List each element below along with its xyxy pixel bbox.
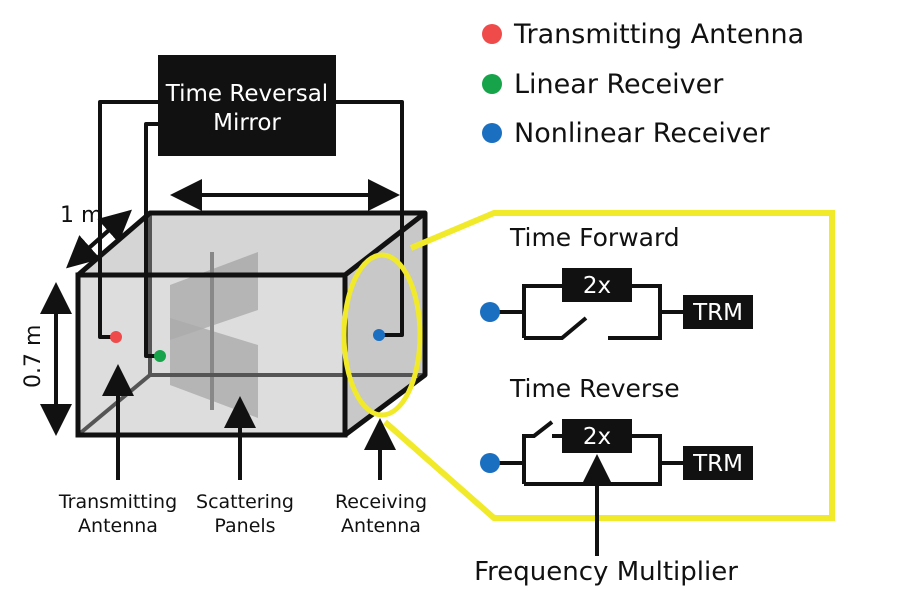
time-forward-trm-label: TRM: [692, 300, 743, 326]
legend-label-linear: Linear Receiver: [514, 69, 724, 100]
legend-dot-nonlinear: [482, 123, 502, 143]
legend-dot-linear: [482, 74, 502, 94]
time-reverse-trm-label: TRM: [692, 451, 743, 477]
time-forward-circuit: [490, 284, 683, 340]
time-forward-title: Time Forward: [509, 223, 680, 252]
label-transmitting-antenna-2: Antenna: [78, 515, 158, 537]
trm-box-line1: Time Reversal: [165, 81, 328, 107]
label-receiving-antenna-1: Receiving: [335, 491, 427, 513]
legend-label-nonlinear: Nonlinear Receiver: [514, 118, 770, 149]
time-forward-multiplier-label: 2x: [583, 273, 611, 299]
legend-label-transmitting: Transmitting Antenna: [513, 19, 804, 50]
time-reverse-trm-box: [683, 446, 753, 480]
nonlinear-receiver-dot: [373, 329, 385, 341]
legend: Transmitting Antenna Linear Receiver Non…: [482, 19, 804, 149]
time-reverse-multiplier-box: [562, 419, 632, 453]
dimension-width-label: 1 m: [60, 203, 102, 228]
pointer-arrows: [102, 364, 396, 480]
label-transmitting-antenna-1: Transmitting: [58, 491, 177, 513]
label-scattering-panels-1: Scattering: [196, 491, 294, 513]
time-reverse-multiplier-label: 2x: [583, 424, 611, 450]
time-forward-multiplier-box: [562, 268, 632, 302]
label-receiving-antenna-2: Antenna: [341, 515, 421, 537]
time-forward-input-dot: [480, 302, 500, 322]
time-reverse-title: Time Reverse: [509, 374, 680, 403]
time-reversal-mirror-box: Time Reversal Mirror: [158, 55, 336, 156]
receiver-highlight: [341, 210, 835, 521]
room-box: [75, 210, 428, 438]
frequency-multiplier-label: Frequency Multiplier: [474, 557, 738, 587]
dimension-height-label: 0.7 m: [21, 325, 46, 388]
legend-dot-transmitting: [482, 24, 502, 44]
linear-receiver-dot: [154, 350, 166, 362]
time-forward-trm-box: [683, 295, 753, 329]
label-scattering-panels-2: Panels: [214, 515, 275, 537]
transmitting-antenna-dot: [110, 331, 122, 343]
trm-box-line2: Mirror: [213, 110, 281, 136]
dimension-arrows: [40, 179, 400, 436]
time-reverse-input-dot: [480, 453, 500, 473]
